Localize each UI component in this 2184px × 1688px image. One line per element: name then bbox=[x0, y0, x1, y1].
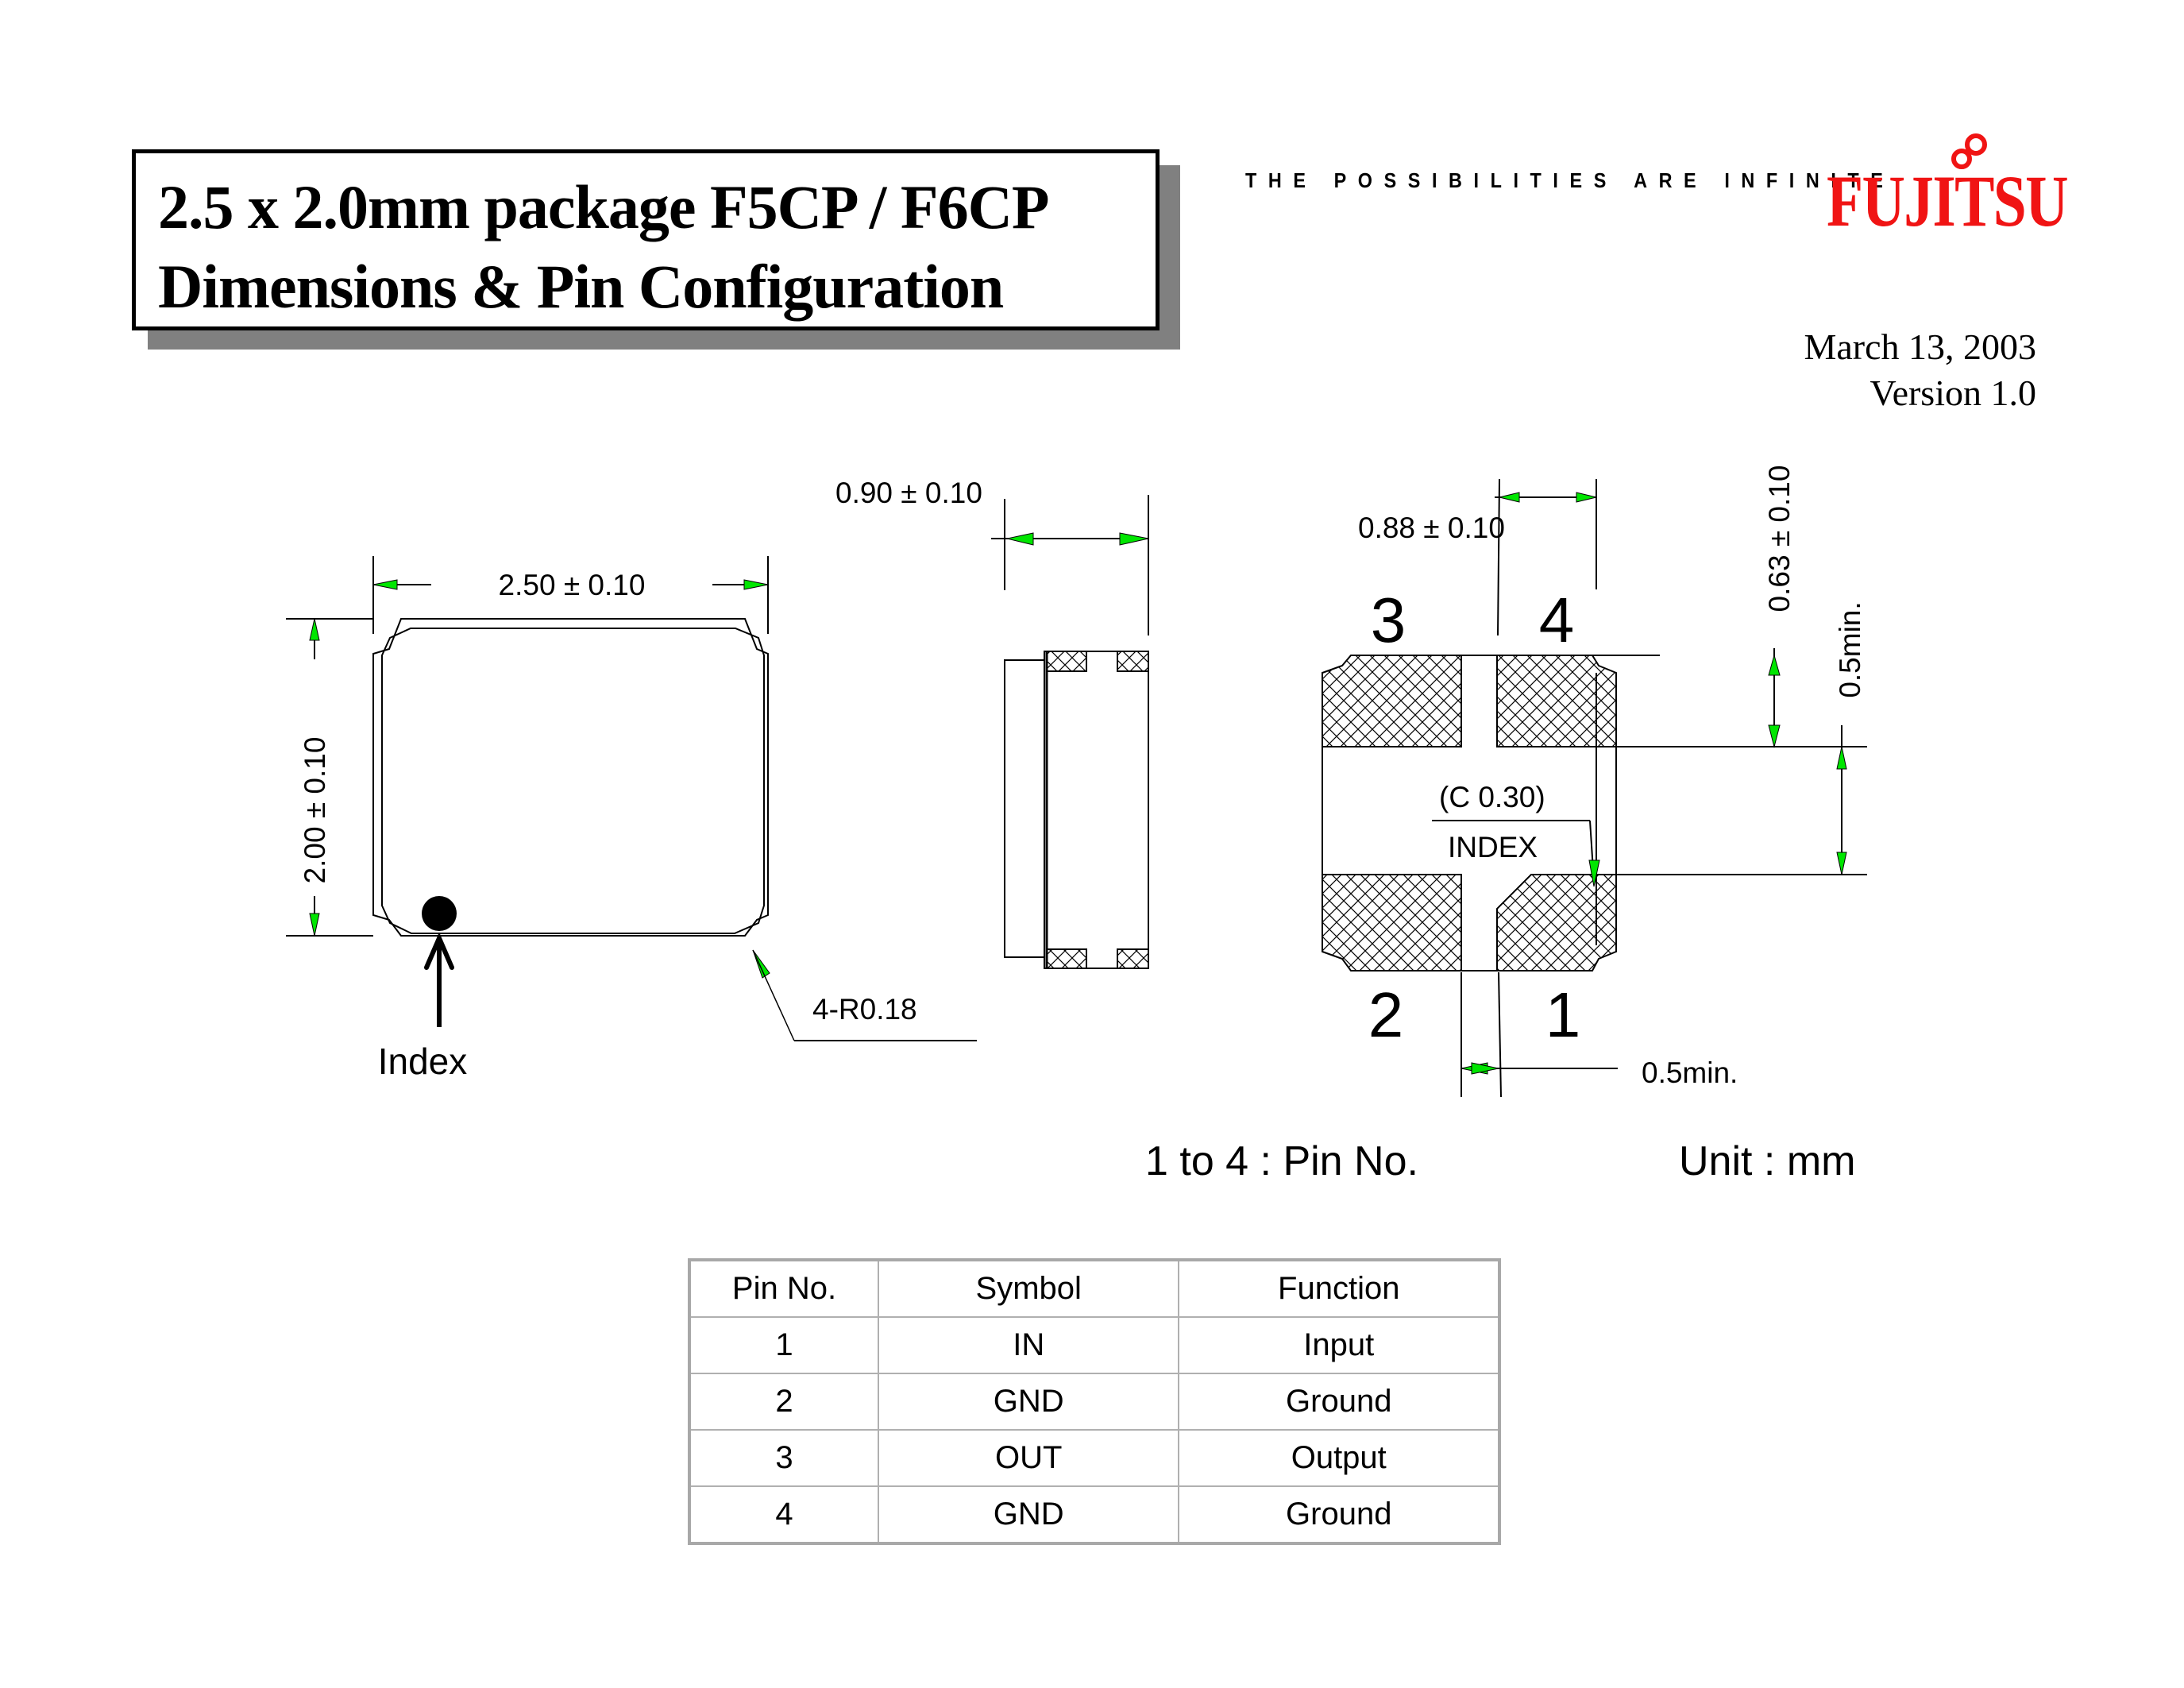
cell-symbol: GND bbox=[877, 1485, 1180, 1544]
svg-text:1: 1 bbox=[1545, 979, 1581, 1050]
svg-text:2: 2 bbox=[1368, 979, 1404, 1050]
cell-symbol: OUT bbox=[877, 1429, 1180, 1487]
logo-text: FUJITSU bbox=[1827, 160, 2069, 241]
svg-text:0.5min.: 0.5min. bbox=[1642, 1056, 1738, 1089]
cell-pin: 2 bbox=[689, 1373, 879, 1431]
table-row: 2 GND Ground bbox=[689, 1373, 1500, 1431]
table-row: 1 IN Input bbox=[689, 1316, 1500, 1374]
cell-function: Input bbox=[1178, 1316, 1500, 1374]
pin-number-note: 1 to 4 : Pin No. bbox=[1145, 1138, 1418, 1184]
svg-text:2.50 ± 0.10: 2.50 ± 0.10 bbox=[499, 569, 646, 601]
table-row: 4 GND Ground bbox=[689, 1485, 1500, 1544]
side-view: 0.90 ± 0.10 bbox=[835, 477, 1149, 969]
cell-pin: 4 bbox=[689, 1485, 879, 1544]
pad-2 bbox=[1322, 874, 1462, 971]
svg-text:(C 0.30): (C 0.30) bbox=[1439, 781, 1545, 813]
cell-function: Ground bbox=[1178, 1373, 1500, 1431]
table-row: 3 OUT Output bbox=[689, 1429, 1500, 1487]
pad-1 bbox=[1496, 874, 1617, 971]
header-function: Function bbox=[1178, 1259, 1500, 1318]
header-symbol: Symbol bbox=[877, 1259, 1180, 1318]
pin-table: Pin No. Symbol Function 1 IN Input 2 GND… bbox=[688, 1258, 1501, 1545]
infinity-icon bbox=[1951, 133, 1987, 169]
date-version-block: March 13, 2003 Version 1.0 bbox=[1804, 324, 2036, 416]
fujitsu-logo: FUJITSU bbox=[1827, 133, 2069, 245]
header-pin-no: Pin No. bbox=[689, 1259, 879, 1318]
document-date: March 13, 2003 bbox=[1804, 326, 2036, 367]
cell-symbol: IN bbox=[877, 1316, 1180, 1374]
cell-pin: 3 bbox=[689, 1429, 879, 1487]
cell-symbol: GND bbox=[877, 1373, 1180, 1431]
cell-function: Output bbox=[1178, 1429, 1500, 1487]
pad-4 bbox=[1496, 655, 1617, 747]
svg-text:4: 4 bbox=[1539, 585, 1575, 655]
title-box: 2.5 x 2.0mm package F5CP / F6CP Dimensio… bbox=[132, 149, 1160, 330]
svg-text:0.63 ± 0.10: 0.63 ± 0.10 bbox=[1763, 465, 1796, 612]
tagline: THE POSSIBILITIES ARE INFINITE bbox=[1245, 168, 1895, 192]
pad-3 bbox=[1322, 655, 1462, 747]
svg-text:INDEX: INDEX bbox=[1448, 831, 1538, 863]
svg-text:2.00 ± 0.10: 2.00 ± 0.10 bbox=[299, 737, 331, 884]
svg-text:0.88 ± 0.10: 0.88 ± 0.10 bbox=[1358, 512, 1505, 544]
page-title-line1: 2.5 x 2.0mm package F5CP / F6CP bbox=[158, 172, 1050, 241]
svg-text:Index: Index bbox=[378, 1041, 468, 1082]
top-view: 2.50 ± 0.10 2.00 ± 0.10 Index 4-R0.18 bbox=[286, 556, 977, 1082]
document-version: Version 1.0 bbox=[1870, 373, 2036, 413]
cell-pin: 1 bbox=[689, 1316, 879, 1374]
svg-text:4-R0.18: 4-R0.18 bbox=[812, 993, 917, 1026]
cell-function: Ground bbox=[1178, 1485, 1500, 1544]
bottom-view: 3 4 2 1 0.88 ± 0.10 0.63 ± 0.10 0.5min. … bbox=[1322, 465, 1867, 1098]
index-dot-icon bbox=[422, 896, 457, 931]
table-header-row: Pin No. Symbol Function bbox=[689, 1259, 1500, 1318]
svg-text:0.90 ± 0.10: 0.90 ± 0.10 bbox=[835, 477, 982, 509]
unit-note: Unit : mm bbox=[1679, 1138, 1856, 1184]
svg-text:0.5min.: 0.5min. bbox=[1834, 601, 1866, 697]
page-title-line2: Dimensions & Pin Configuration bbox=[158, 252, 1004, 321]
svg-text:3: 3 bbox=[1371, 585, 1406, 655]
